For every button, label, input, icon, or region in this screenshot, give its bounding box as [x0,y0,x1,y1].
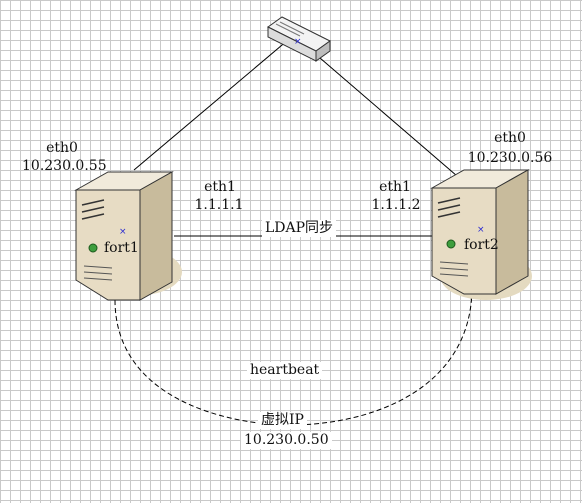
fort1-eth0-ip: 10.230.0.55 [22,158,107,174]
fort1-eth1-ip: 1.1.1.1 [194,197,244,213]
link-switch-fort2 [319,57,465,183]
fort2-eth1-ip: 1.1.1.2 [371,197,421,213]
fort1-name: fort1 [104,240,139,256]
fort1-eth0-label: eth0 [46,140,78,156]
fort2-name: fort2 [464,237,499,253]
fort2-eth0-ip: 10.230.0.56 [467,150,553,166]
ldap-sync-label: LDAP同步 [262,220,337,237]
server-fort1-icon: × [74,171,182,301]
virtual-ip-address: 10.230.0.50 [241,432,332,449]
network-switch-icon: × [267,16,331,62]
svg-text:×: × [119,227,127,237]
link-switch-fort1 [133,39,289,171]
heartbeat-label: heartbeat [247,362,323,379]
fort1-eth1-label: eth1 [204,179,236,195]
svg-text:×: × [477,225,485,235]
server-fort2-icon: × [430,169,532,300]
svg-text:×: × [294,37,302,47]
fort2-eth0-label: eth0 [494,130,526,146]
link-heartbeat [114,289,473,426]
virtual-ip-label: 虚拟IP [258,412,307,429]
fort2-eth1-label: eth1 [379,179,411,195]
